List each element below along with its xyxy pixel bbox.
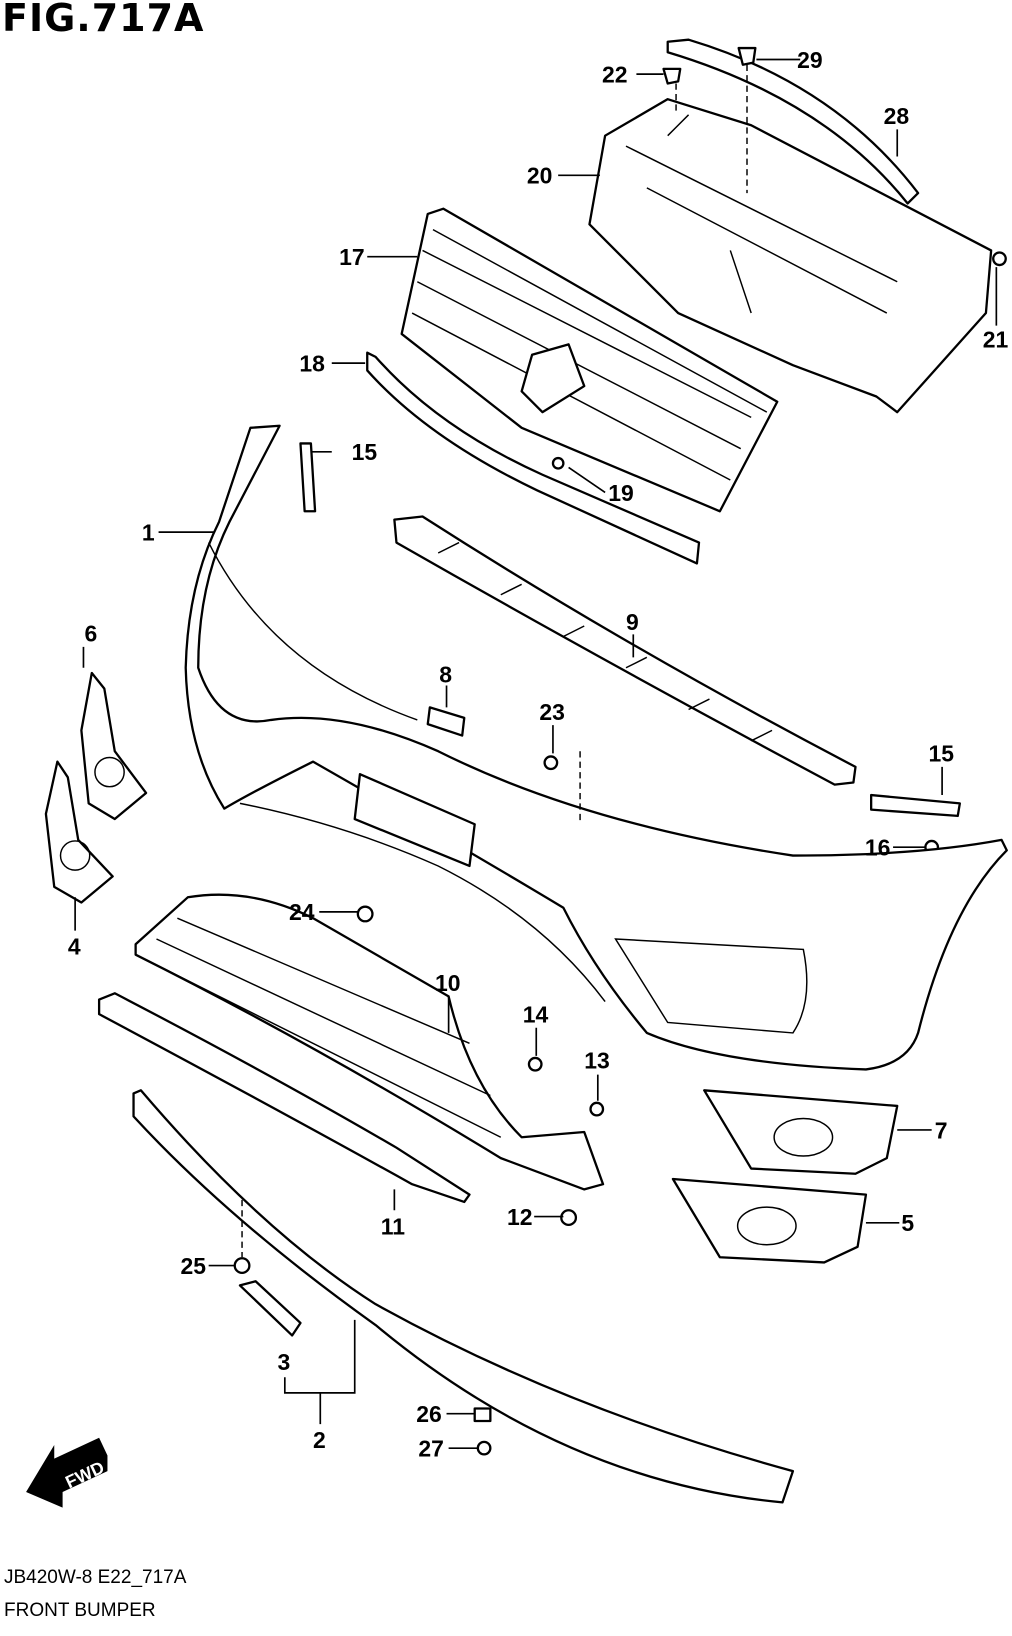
fwd-arrow-icon: FWD <box>26 1437 107 1508</box>
part-15-bracket-left[interactable] <box>299 442 317 513</box>
part-29-clip[interactable] <box>737 46 757 66</box>
part-18-molding[interactable] <box>366 351 701 565</box>
callout-8: 8 <box>439 661 452 687</box>
part-24-clip[interactable] <box>356 905 374 923</box>
callout-13: 13 <box>584 1047 610 1073</box>
part-7-fog-cover[interactable] <box>703 1089 899 1175</box>
callout-29: 29 <box>797 47 823 73</box>
part-17-grille[interactable] <box>400 207 779 513</box>
part-20-upper-member[interactable] <box>588 98 993 414</box>
callout-15-left: 15 <box>352 439 378 465</box>
callout-2: 2 <box>313 1427 326 1453</box>
callout-16: 16 <box>865 835 891 861</box>
callout-19: 19 <box>608 480 634 506</box>
part-12-nut[interactable] <box>560 1209 578 1227</box>
callout-11: 11 <box>381 1213 405 1239</box>
part-23-screw[interactable] <box>543 755 559 771</box>
callout-26: 26 <box>416 1401 442 1427</box>
callout-18: 18 <box>299 350 325 376</box>
part-3-cover[interactable] <box>238 1280 302 1337</box>
part-4-fog-cover[interactable] <box>44 760 114 904</box>
callout-15-right: 15 <box>929 741 955 767</box>
part-5-fog-cover[interactable] <box>671 1177 868 1264</box>
callout-4: 4 <box>68 934 81 960</box>
callout-14: 14 <box>523 1001 549 1027</box>
callout-6: 6 <box>85 621 98 647</box>
part-1-bumper[interactable] <box>184 424 1008 1071</box>
callout-20: 20 <box>527 163 553 189</box>
callout-25: 25 <box>180 1253 206 1279</box>
diagram-name: FRONT BUMPER <box>4 1600 156 1621</box>
part-26-clip[interactable] <box>473 1407 492 1423</box>
part-11-lower-molding[interactable] <box>97 992 471 1204</box>
callout-17: 17 <box>339 244 365 270</box>
callout-27: 27 <box>418 1435 444 1461</box>
callout-12: 12 <box>507 1204 533 1230</box>
callout-3: 3 <box>278 1349 291 1375</box>
part-28-strip[interactable] <box>666 38 920 205</box>
callout-10: 10 <box>435 970 461 996</box>
part-9-absorber[interactable] <box>393 515 857 786</box>
callout-23: 23 <box>539 699 565 725</box>
part-6-fog-cover[interactable] <box>80 671 148 821</box>
part-15-bracket-right[interactable] <box>870 793 961 818</box>
part-14-screw[interactable] <box>527 1056 543 1072</box>
part-21-screw[interactable] <box>992 251 1007 267</box>
part-25-clip[interactable] <box>233 1257 251 1275</box>
diagram-code: JB420W-8 E22_717A <box>4 1567 187 1588</box>
part-22-clip[interactable] <box>662 67 682 85</box>
part-8-bracket[interactable] <box>426 706 466 737</box>
callout-7: 7 <box>935 1117 948 1143</box>
part-13-screw[interactable] <box>589 1101 605 1117</box>
callout-1: 1 <box>142 519 155 545</box>
callout-24: 24 <box>289 899 315 925</box>
callout-9: 9 <box>626 609 639 635</box>
part-27-screw[interactable] <box>476 1440 492 1456</box>
figure-title: FIG.717A <box>2 0 205 40</box>
part-10-lower-grille[interactable] <box>134 893 605 1191</box>
part-19-screw[interactable] <box>551 456 565 470</box>
callout-5: 5 <box>901 1210 914 1236</box>
callout-28: 28 <box>884 103 910 129</box>
callout-21: 21 <box>983 326 1009 352</box>
callout-22: 22 <box>602 61 628 87</box>
part-2-skid-plate[interactable] <box>132 1089 795 1504</box>
